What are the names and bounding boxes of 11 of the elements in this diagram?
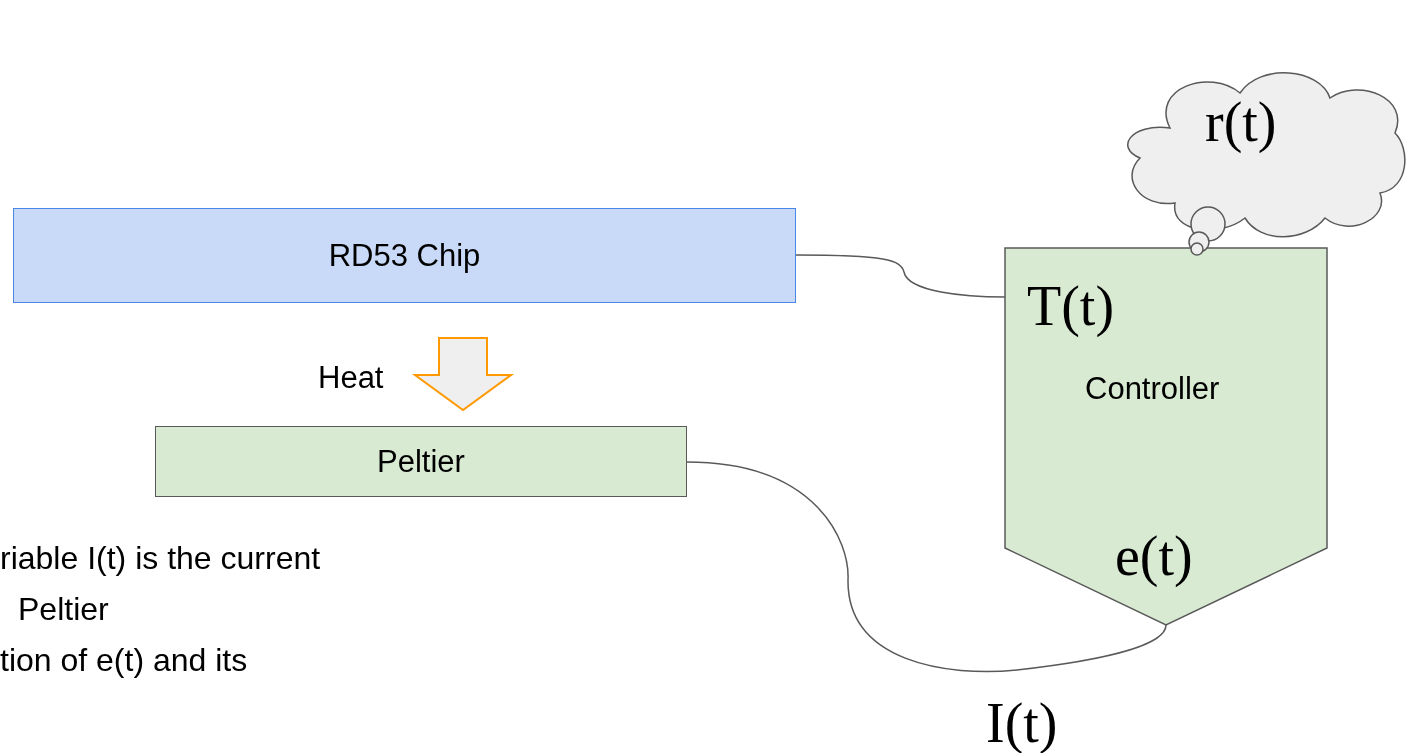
component-box — [155, 426, 687, 497]
note-text: riable I(t) is the current — [0, 542, 321, 574]
component-box — [13, 208, 796, 303]
connector-line — [686, 461, 1167, 673]
note-text: tion of e(t) and its — [0, 644, 248, 676]
connector-line — [795, 254, 1006, 298]
block-arrow — [411, 337, 515, 412]
box-label: Controller — [1085, 373, 1220, 404]
box-label: Peltier — [377, 443, 465, 480]
note-text: Peltier — [18, 593, 109, 625]
box-label: RD53 Chip — [328, 237, 481, 274]
